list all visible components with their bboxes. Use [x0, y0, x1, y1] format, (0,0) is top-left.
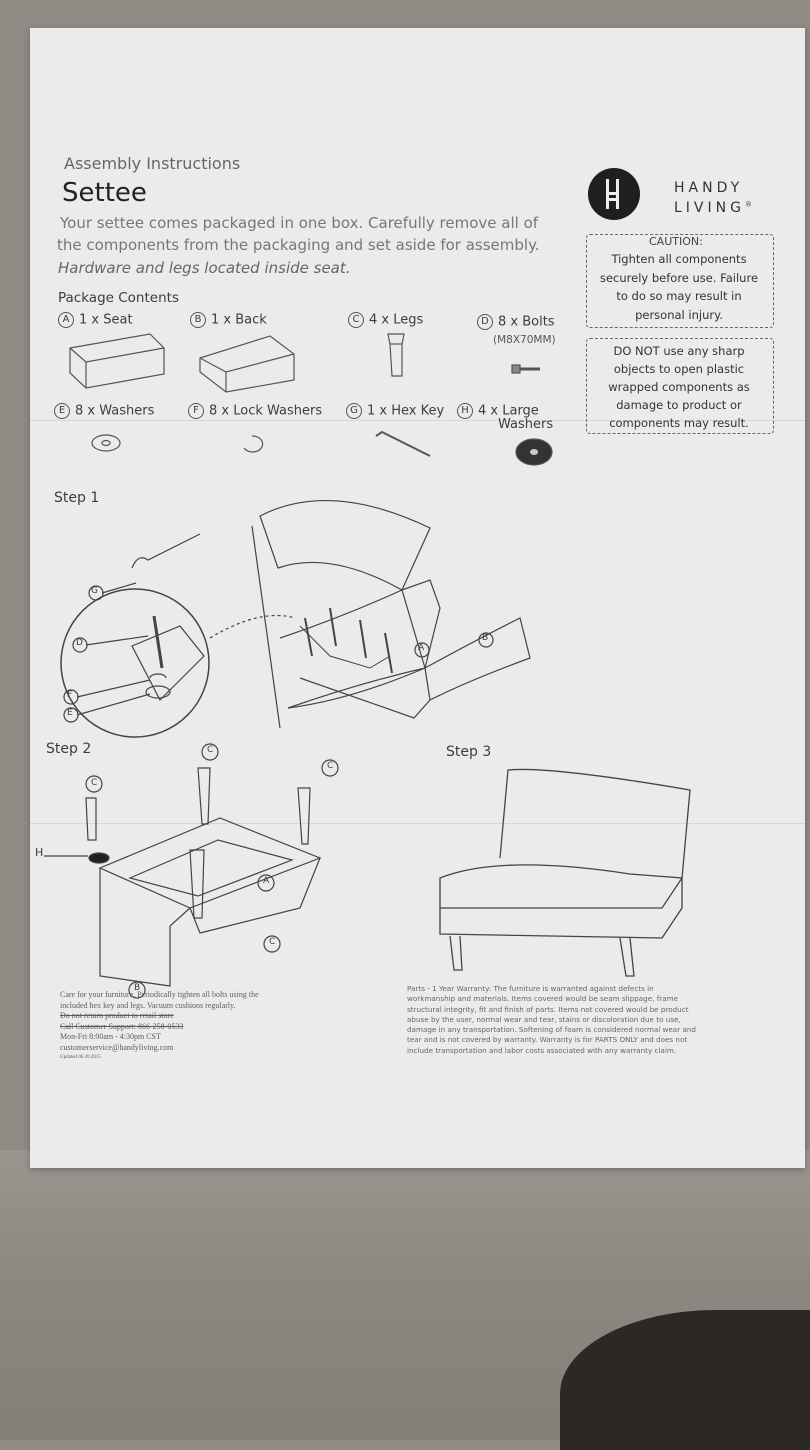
warning-line: DO NOT use any sharp	[613, 344, 745, 358]
step-1-diagram	[60, 499, 531, 738]
care-instructions: Care for your furniture. Periodically ti…	[60, 990, 259, 1064]
hl-monogram-icon	[606, 179, 619, 209]
letter-badge: D	[477, 314, 493, 330]
back-illustration	[199, 335, 295, 393]
warning-line: objects to open plastic	[613, 362, 745, 376]
caution-line: securely before use. Failure	[599, 270, 759, 285]
callout-c-step2: C	[327, 761, 334, 771]
intro-line-2: the components from the packaging and se…	[57, 236, 540, 254]
bolt-illustration	[511, 364, 540, 374]
letter-badge: A	[58, 312, 74, 328]
package-item-legs: C 4 x Legs	[348, 312, 423, 328]
warranty-text: Parts - 1 Year Warranty: The furniture i…	[407, 984, 696, 1056]
caution-line: Tighten all components	[611, 252, 747, 266]
callout-a-step1: A	[418, 643, 425, 653]
warning-line: damage to product or	[616, 398, 742, 412]
callout-h: H	[35, 846, 44, 859]
step-1-heading: Step 1	[54, 490, 100, 506]
warranty-line: workmanship and materials. Items covered…	[407, 994, 679, 1004]
lock-washer-illustration	[243, 435, 264, 453]
caution-text: Tighten all components securely before u…	[586, 250, 772, 324]
package-item-label: 4 x Large	[478, 403, 539, 419]
warning-line: wrapped components as	[608, 380, 750, 394]
warning-text: DO NOT use any sharp objects to open pla…	[586, 342, 772, 432]
warranty-line: Parts - 1 Year Warranty: The furniture i…	[407, 984, 654, 993]
caution-line: personal injury.	[635, 307, 723, 322]
warning-box	[586, 338, 774, 434]
warranty-line: damage in any transportation. Softening …	[407, 1025, 696, 1035]
caution-title: CAUTION:	[649, 235, 703, 248]
letter-badge: C	[348, 312, 364, 328]
brand-logo	[588, 168, 640, 220]
washer-hole	[101, 439, 111, 447]
care-line: Care for your furniture. Periodically ti…	[60, 990, 259, 999]
callout-g: G	[91, 586, 98, 596]
package-item-label: 4 x Legs	[369, 312, 424, 328]
fold-line	[30, 420, 805, 421]
callout-b-step1: B	[482, 633, 489, 643]
warranty-line: tear and is not covered by warranty. War…	[407, 1035, 688, 1045]
instruction-sheet: Assembly Instructions Settee Your settee…	[30, 28, 805, 1168]
package-item-back: B 1 x Back	[190, 312, 267, 328]
leg-illustration	[387, 333, 405, 377]
caution-line: to do so may result in	[616, 289, 742, 303]
package-item-hex-key: G 1 x Hex Key	[346, 403, 444, 419]
package-item-label: 8 x Washers	[75, 403, 155, 419]
package-item-label: 1 x Seat	[79, 312, 133, 328]
care-line: Mon-Fri 8:00am - 4:30pm CST	[60, 1032, 161, 1041]
callout-e: E	[67, 708, 73, 718]
package-item-label: 8 x Lock Washers	[209, 403, 323, 419]
brand-name-line2: LIVING®	[674, 200, 752, 216]
package-item-label: 8 x Bolts	[498, 314, 555, 330]
package-item-large-washers-sub: Washers	[498, 417, 554, 432]
callout-f: F	[67, 690, 73, 700]
document-subtitle: Assembly Instructions	[64, 154, 241, 173]
warranty-line: include transportation and labor costs a…	[407, 1045, 677, 1055]
care-line: included hex key and legs. Vacuum cushio…	[60, 1000, 236, 1010]
document-title: Settee	[62, 178, 147, 208]
callout-d: D	[76, 638, 83, 648]
care-line: Call Customer Support: 866-258-0533	[60, 1021, 184, 1031]
warning-line: components may result.	[609, 416, 749, 430]
hex-key-illustration	[375, 430, 431, 457]
callout-c-step2: C	[207, 745, 214, 755]
package-item-washers: E 8 x Washers	[54, 403, 154, 419]
caution-box	[586, 234, 774, 328]
care-line: customerservice@handyliving.com	[60, 1042, 174, 1052]
letter-badge: E	[54, 403, 70, 419]
callout-c-step2: C	[91, 778, 98, 788]
step-3-heading: Step 3	[446, 744, 492, 760]
fold-line	[30, 823, 805, 824]
step-2-heading: Step 2	[46, 741, 92, 757]
step-2-diagram	[44, 743, 339, 999]
letter-badge: B	[190, 312, 206, 328]
package-item-large-washers: H 4 x Large	[457, 403, 539, 419]
washer-illustration	[91, 434, 121, 452]
letter-badge: H	[457, 403, 473, 419]
letter-badge: F	[188, 403, 204, 419]
large-washer-hole	[530, 449, 538, 455]
package-item-bolts: D 8 x Bolts	[477, 314, 555, 330]
step-3-diagram	[439, 768, 691, 977]
warranty-line: structural integrity, fit and finish of …	[407, 1004, 689, 1014]
callout-c-step2: C	[269, 937, 276, 947]
care-line: Updated 06.20.2015	[60, 1055, 101, 1060]
package-item-seat: A 1 x Seat	[58, 312, 133, 328]
package-heading: Package Contents	[58, 290, 179, 306]
callout-a-step2: A	[263, 876, 270, 886]
package-item-lock-washers: F 8 x Lock Washers	[188, 403, 322, 419]
package-item-label: 1 x Hex Key	[367, 403, 445, 419]
letter-badge: G	[346, 403, 362, 419]
package-item-bolts-size: (M8X70MM)	[493, 334, 556, 346]
package-item-label: 1 x Back	[211, 312, 267, 328]
package-illustrations	[69, 333, 553, 466]
warranty-line: abuse by the user, normal wear and tear,…	[407, 1014, 681, 1024]
brand-name-line1: HANDY	[674, 180, 744, 196]
intro-italic: Hardware and legs located inside seat.	[58, 259, 351, 277]
care-line: Do not return product to retail store	[60, 1011, 174, 1020]
seat-illustration	[69, 333, 165, 389]
intro-line-1: Your settee comes packaged in one box. C…	[60, 214, 539, 232]
callout-b-step2: B	[134, 983, 141, 993]
